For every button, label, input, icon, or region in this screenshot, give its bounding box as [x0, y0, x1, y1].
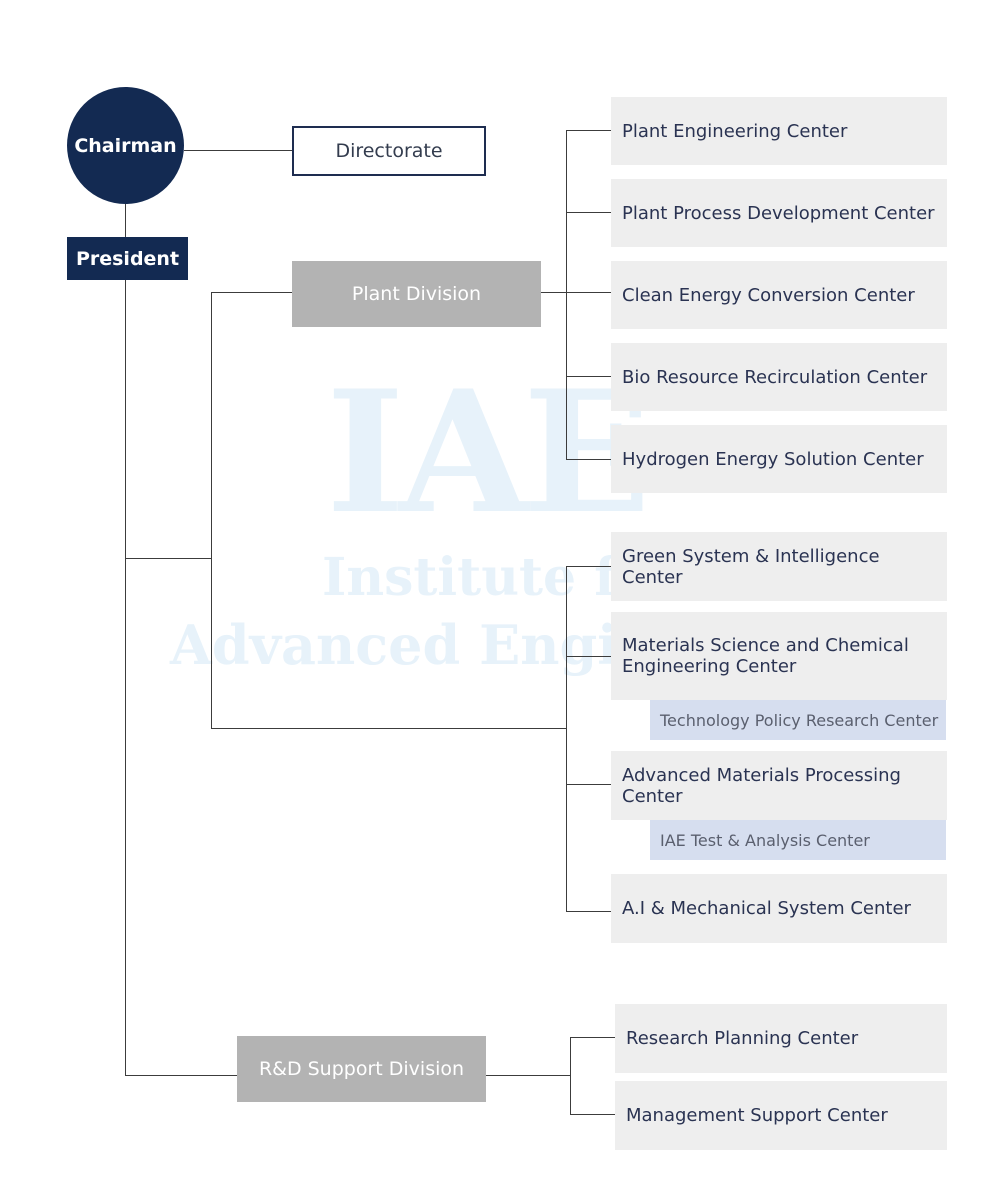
connector-engineering-center-3 [566, 784, 611, 785]
connector-to-plant-division [211, 292, 292, 293]
connector-plant-division-out [541, 292, 567, 293]
sub-center-node: Technology Policy Research Center [650, 700, 946, 740]
connector-plant-center-5 [566, 459, 611, 460]
connector-rnd-division-out [486, 1075, 571, 1076]
engineering-center-node: Materials Science and Chemical Engineeri… [611, 612, 947, 700]
connector-to-engineering-group [211, 728, 567, 729]
support-center-node: Management Support Center [615, 1081, 947, 1150]
connector-plant-center-4 [566, 376, 611, 377]
connector-chairman-directorate [184, 150, 292, 151]
engineering-center-node: Green System & Intelligence Center [611, 532, 947, 601]
connector-support-center-1 [570, 1037, 615, 1038]
connector-support-centers-bus [570, 1037, 571, 1115]
chairman-node: Chairman [67, 87, 184, 204]
connector-chairman-president [125, 204, 126, 237]
support-center-node: Research Planning Center [615, 1004, 947, 1073]
connector-plant-branch [211, 292, 212, 729]
watermark-logo: IAE [326, 353, 651, 551]
engineering-center-node: A.I & Mechanical System Center [611, 874, 947, 943]
engineering-center-node: Advanced Materials Processing Center [611, 751, 947, 820]
sub-center-node: IAE Test & Analysis Center [650, 820, 946, 860]
plant-center-node: Bio Resource Recirculation Center [611, 343, 947, 411]
plant-division-node: Plant Division [292, 261, 541, 327]
connector-trunk-plant-branch [125, 558, 212, 559]
connector-plant-center-2 [566, 212, 611, 213]
connector-president-trunk [125, 280, 126, 1076]
president-node: President [67, 237, 188, 280]
connector-plant-centers-bus [566, 130, 567, 460]
connector-engineering-centers-bus [566, 566, 567, 912]
connector-trunk-rnd-division [125, 1075, 237, 1076]
rnd-support-division-node: R&D Support Division [237, 1036, 486, 1102]
directorate-node: Directorate [292, 126, 486, 176]
connector-engineering-center-1 [566, 566, 611, 567]
connector-support-center-2 [570, 1114, 615, 1115]
plant-center-node: Plant Process Development Center [611, 179, 947, 247]
connector-plant-center-3 [566, 292, 611, 293]
plant-center-node: Clean Energy Conversion Center [611, 261, 947, 329]
plant-center-node: Plant Engineering Center [611, 97, 947, 165]
plant-center-node: Hydrogen Energy Solution Center [611, 425, 947, 493]
connector-plant-center-1 [566, 130, 611, 131]
connector-engineering-center-2 [566, 656, 611, 657]
connector-engineering-center-4 [566, 911, 611, 912]
